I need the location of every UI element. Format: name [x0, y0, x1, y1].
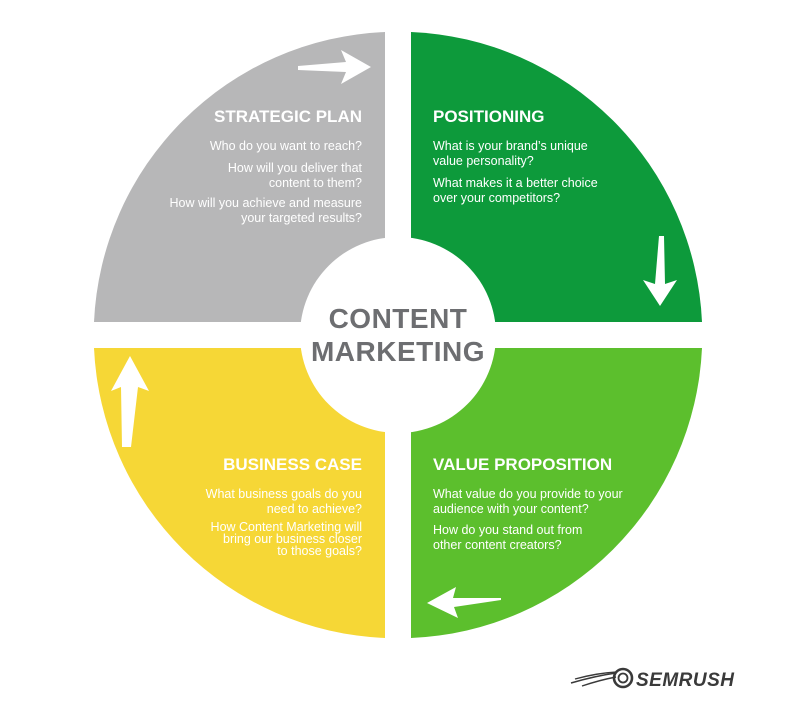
strategic-plan-line-3: content to them?: [269, 176, 362, 190]
value-proposition-title: VALUE PROPOSITION: [433, 455, 612, 474]
strategic-plan-line-5: your targeted results?: [241, 211, 362, 225]
business-case-line-5: to those goals?: [277, 544, 362, 558]
value-proposition-line-2: audience with your content?: [433, 502, 589, 516]
value-proposition-line-3: How do you stand out from: [433, 523, 582, 537]
arrow-right-icon: [298, 50, 371, 84]
value-proposition-quadrant: [411, 348, 702, 638]
semrush-logo: SEMRUSH: [570, 667, 735, 691]
business-case-line-2: need to achieve?: [267, 502, 362, 516]
strategic-plan-line-1: Who do you want to reach?: [210, 139, 362, 153]
business-case-line-4: bring our business closer: [223, 532, 362, 546]
semrush-wordmark: SEMRUSH: [636, 670, 735, 691]
positioning-title: POSITIONING: [433, 107, 544, 126]
arrow-up-icon: [111, 356, 149, 447]
value-proposition-line-4: other content creators?: [433, 538, 562, 552]
strategic-plan-title: STRATEGIC PLAN: [214, 107, 362, 126]
value-proposition-line-1: What value do you provide to your: [433, 487, 623, 501]
semrush-comet-icon: [570, 667, 634, 689]
strategic-plan-line-2: How will you deliver that: [228, 161, 363, 175]
positioning-line-2: value personality?: [433, 154, 534, 168]
business-case-line-1: What business goals do you: [206, 487, 362, 501]
center-circle: [300, 237, 496, 433]
positioning-line-1: What is your brand’s unique: [433, 139, 588, 153]
center-title-line-2: MARKETING: [311, 336, 485, 367]
arrow-left-icon: [427, 587, 501, 618]
center-title-line-1: CONTENT: [329, 303, 468, 334]
strategic-plan-line-4: How will you achieve and measure: [170, 196, 363, 210]
positioning-line-4: over your competitors?: [433, 191, 560, 205]
business-case-quadrant: [94, 348, 385, 638]
arrow-down-icon: [643, 236, 677, 306]
business-case-title: BUSINESS CASE: [223, 455, 362, 474]
strategic-plan-quadrant: [94, 32, 385, 322]
positioning-line-3: What makes it a better choice: [433, 176, 598, 190]
business-case-line-3: How Content Marketing will: [211, 520, 362, 534]
positioning-quadrant: [411, 32, 702, 322]
